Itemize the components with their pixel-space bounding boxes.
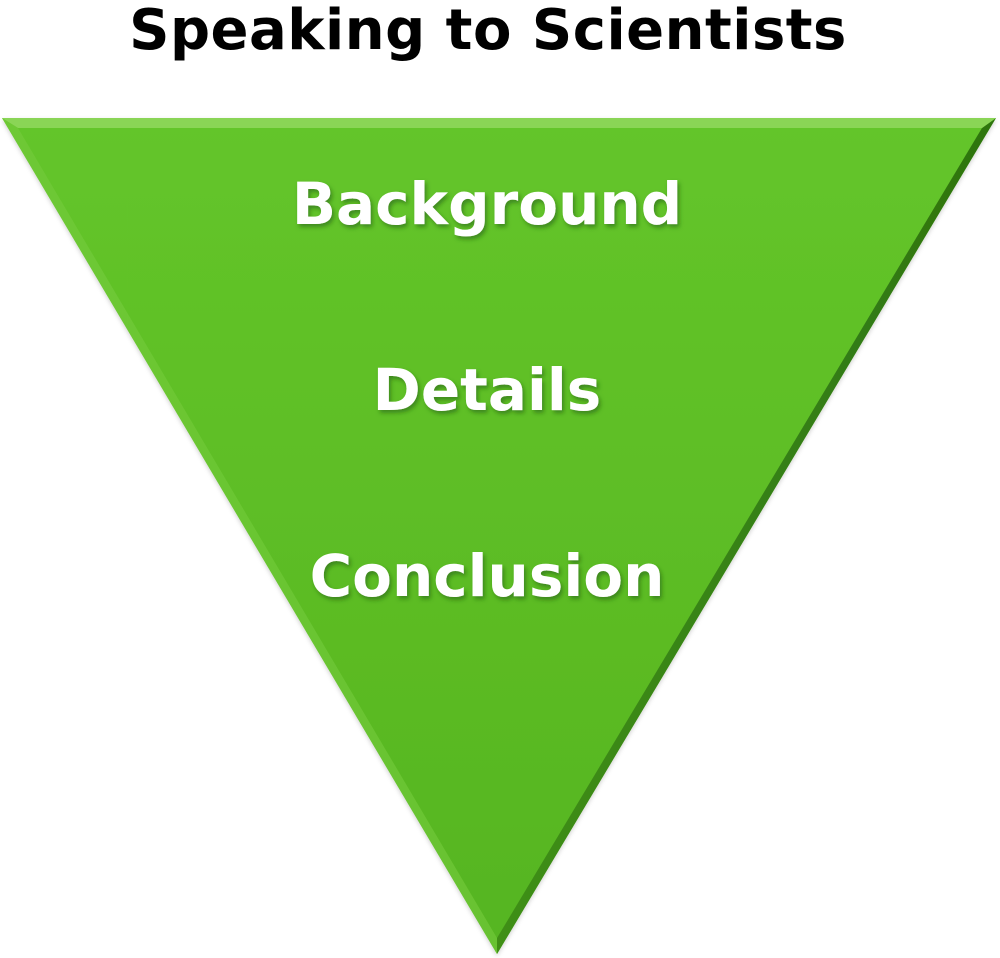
diagram-title: Speaking to Scientists — [129, 0, 847, 63]
funnel-triangle — [2, 118, 996, 954]
stage-label-conclusion: Conclusion — [310, 542, 665, 610]
stage-label-background: Background — [292, 170, 682, 238]
stage-label-details: Details — [373, 356, 602, 424]
